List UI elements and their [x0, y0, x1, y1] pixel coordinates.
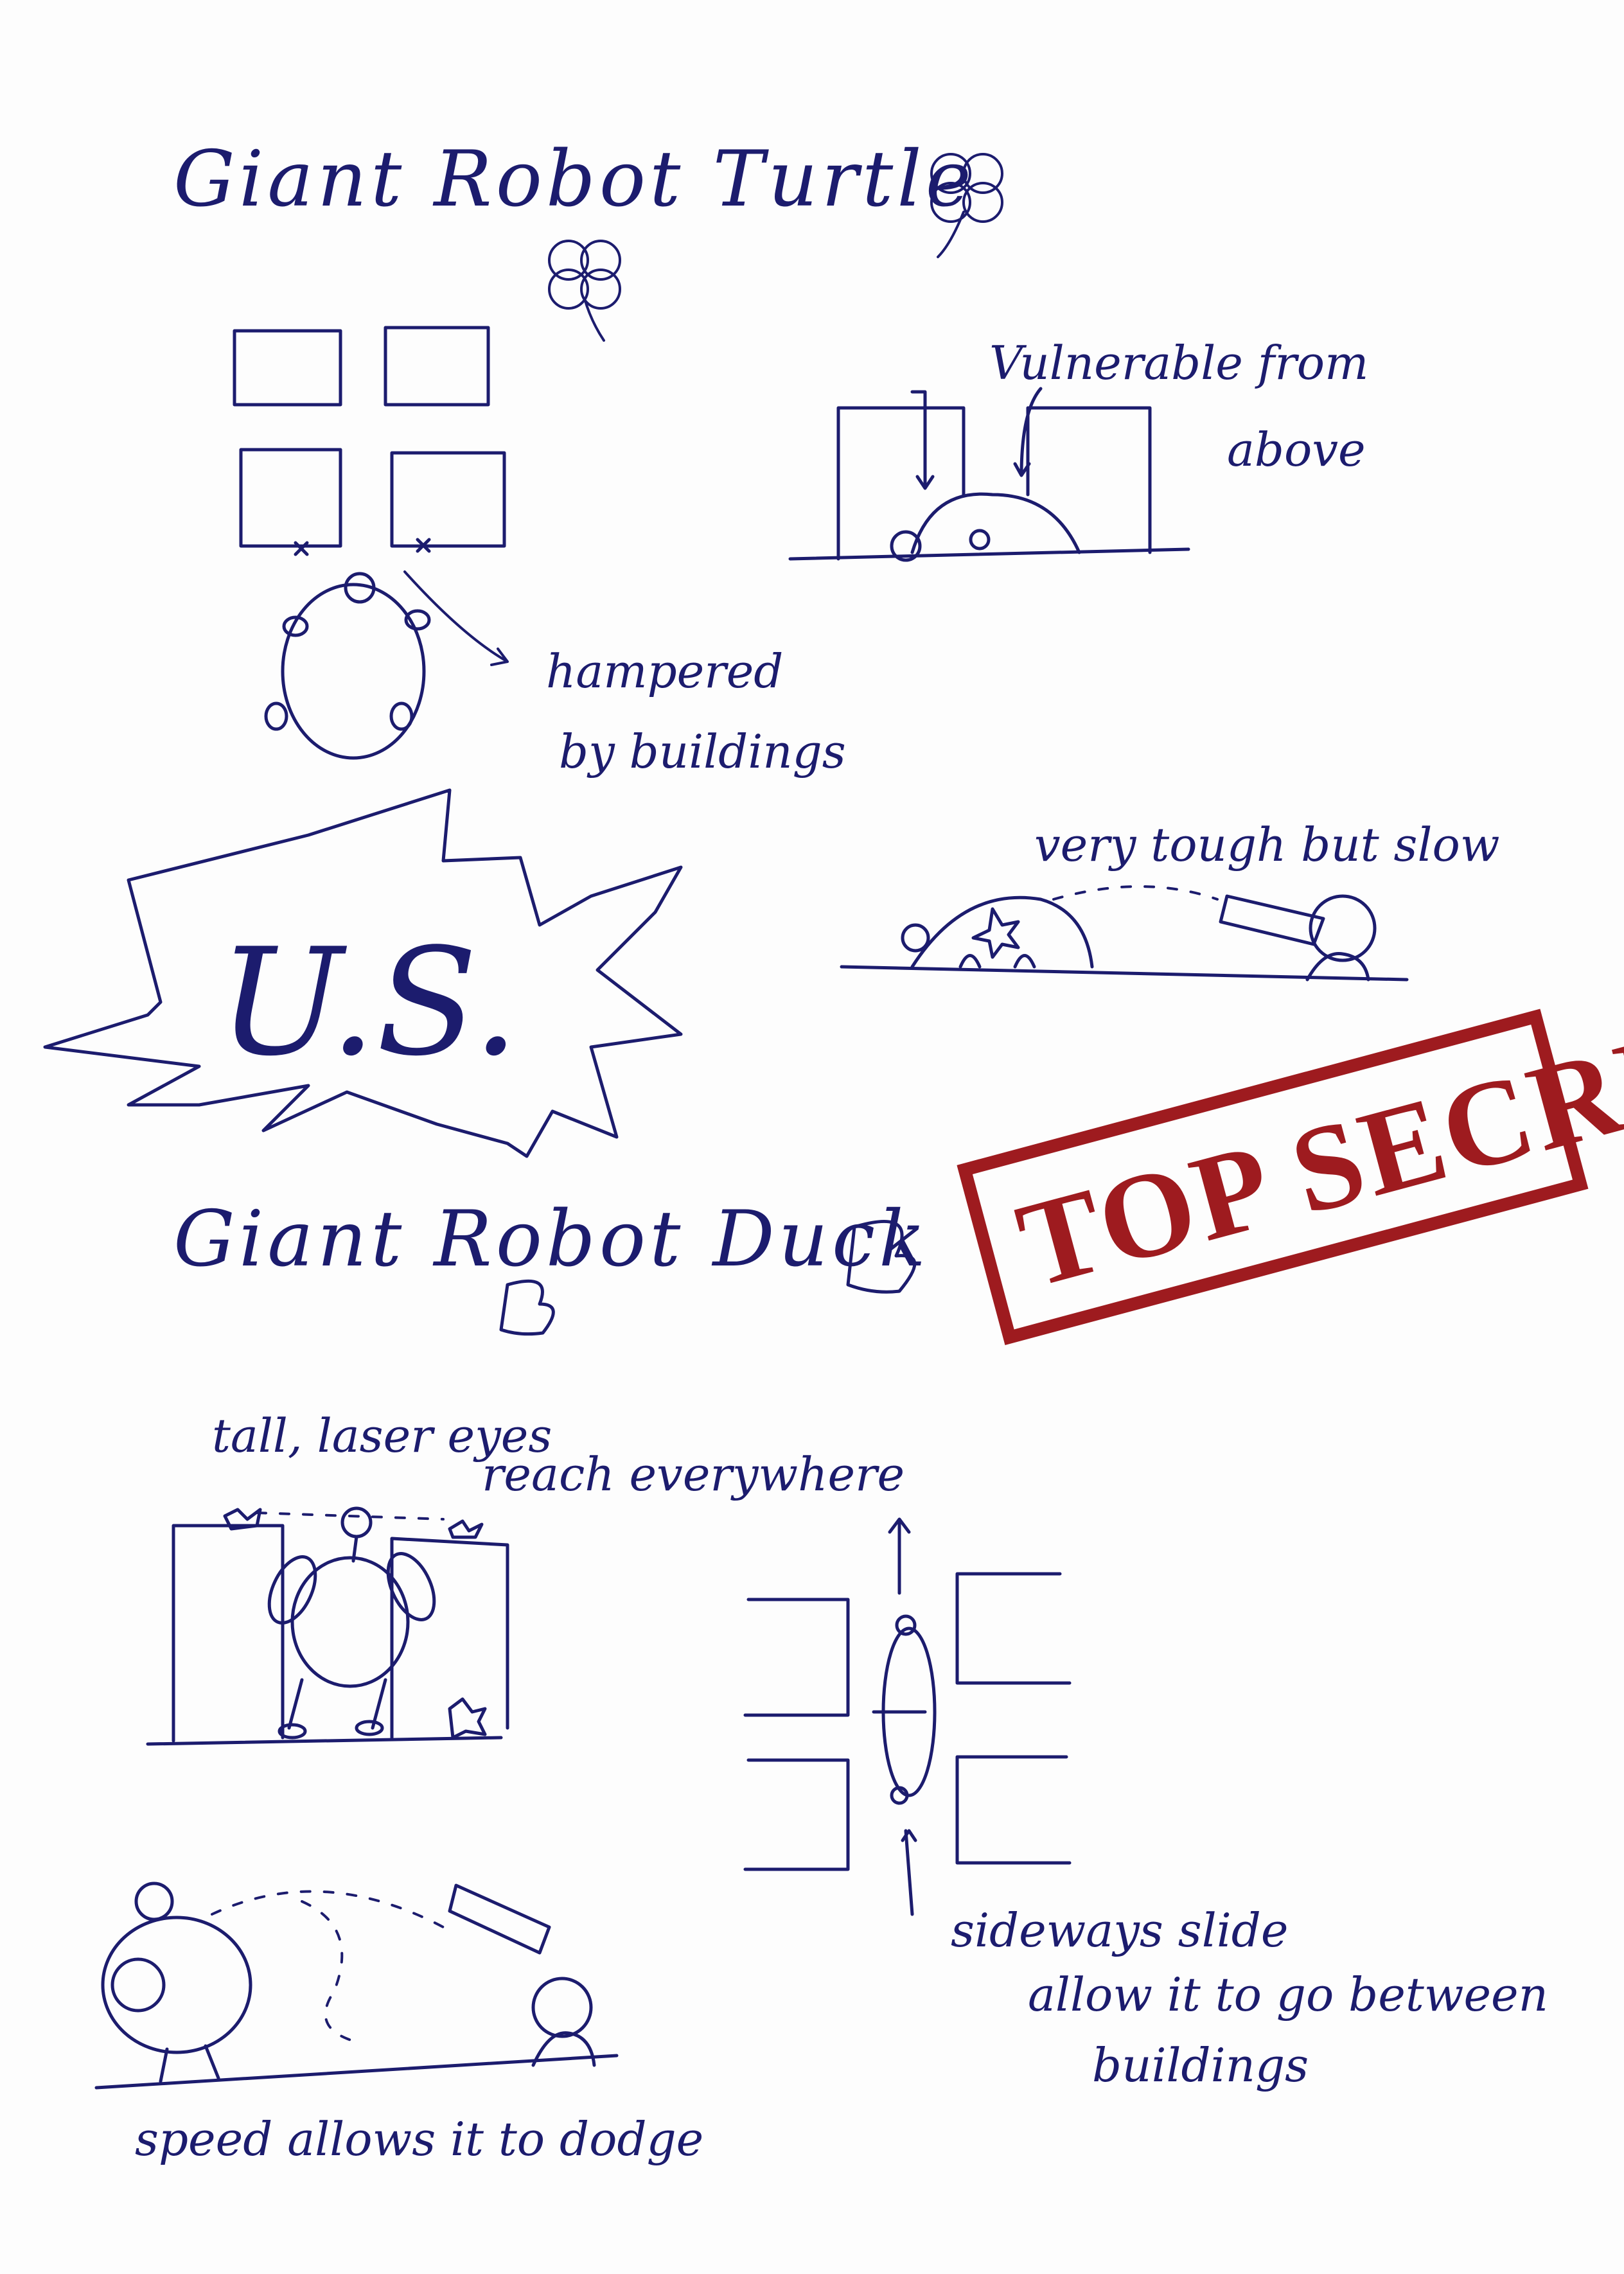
laser-note-line2: reach everywhere: [482, 1447, 905, 1501]
turtle-title: Giant Robot Turtle: [173, 135, 975, 224]
svg-text:TOP SECRET: TOP SECRET: [1005, 980, 1624, 1314]
vulnerable-note-line2: above: [1227, 423, 1366, 477]
turtle-top-view: [266, 574, 429, 758]
turtle-vs-cannon: [842, 896, 1407, 980]
sideways-note-line1: sideways slide: [951, 1903, 1288, 1957]
duck-title: Giant Robot Duck: [173, 1195, 930, 1284]
hampered-arrow: [405, 572, 508, 665]
vulnerable-note-line1: Vulnerable from: [989, 336, 1368, 390]
laser-beam-dashed: [257, 1513, 443, 1519]
duck-between-buildings: [148, 1508, 508, 1744]
tough-note: very tough but slow: [1034, 818, 1500, 872]
top-secret-stamp: TOP SECRET: [965, 957, 1624, 1337]
us-badge-text: U.S.: [218, 917, 519, 1089]
speed-note: speed allows it to dodge: [135, 2112, 703, 2166]
b-doodle-icon: [501, 1281, 553, 1334]
duck-sideways-slide: [745, 1519, 1070, 1914]
dodge-path-dashed: [212, 1891, 443, 1927]
hampered-note-line1: hampered: [546, 644, 783, 698]
projectile-path-dashed: [1054, 886, 1217, 899]
buildings-top-view: [234, 328, 504, 554]
duck-dodging-cannon: [96, 1883, 617, 2088]
sideways-note-line2: allow it to go between: [1028, 1968, 1548, 2022]
clover-doodle-icon: [549, 241, 620, 340]
dodge-ghost-dashed: [302, 1901, 360, 2043]
sideways-note-line3: buildings: [1092, 2038, 1309, 2092]
turtle-between-buildings: [790, 389, 1188, 560]
hampered-note-line2: by buildings: [559, 725, 846, 779]
